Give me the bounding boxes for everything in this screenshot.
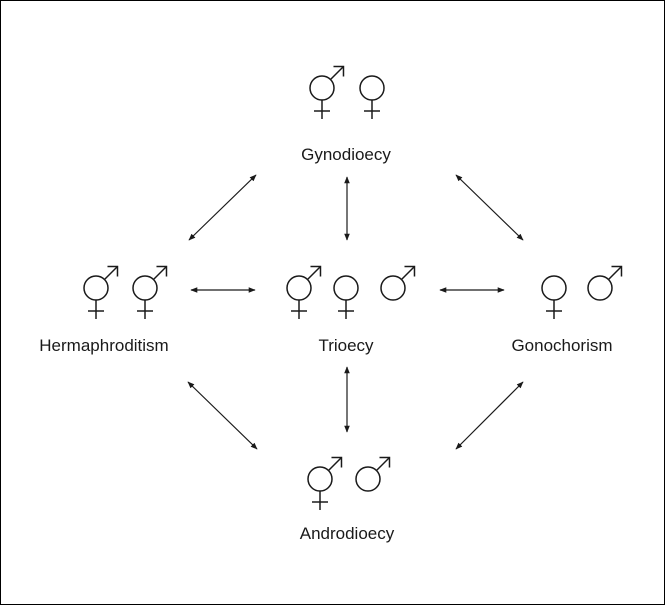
arrow-gynodioecy-gonochorism (455, 174, 524, 241)
female-symbol (333, 275, 359, 319)
edges-layer (187, 174, 524, 450)
male-symbol (380, 265, 416, 301)
arrow-hermaphroditism-gynodioecy (188, 174, 257, 241)
symbols-layer (83, 65, 623, 510)
hermaphrodite-symbol (309, 65, 345, 119)
hermaphrodite-symbol (286, 265, 322, 319)
symbol-group-gynodioecy (309, 65, 385, 119)
symbol-group-trioecy (286, 265, 416, 319)
hermaphrodite-symbol (132, 265, 168, 319)
node-label-gynodioecy: Gynodioecy (301, 145, 391, 164)
symbol-group-hermaphroditism (83, 265, 168, 319)
arrow-gonochorism-androdioecy (455, 381, 524, 450)
node-label-androdioecy: Androdioecy (300, 524, 395, 543)
node-label-trioecy: Trioecy (318, 336, 374, 355)
male-symbol (355, 456, 391, 492)
node-label-gonochorism: Gonochorism (511, 336, 612, 355)
symbol-group-androdioecy (307, 456, 391, 510)
hermaphrodite-symbol (83, 265, 119, 319)
female-symbol (541, 275, 567, 319)
symbol-group-gonochorism (541, 265, 623, 319)
node-label-hermaphroditism: Hermaphroditism (39, 336, 168, 355)
female-symbol (359, 75, 385, 119)
arrow-hermaphroditism-androdioecy (187, 381, 258, 450)
male-symbol (587, 265, 623, 301)
hermaphrodite-symbol (307, 456, 343, 510)
